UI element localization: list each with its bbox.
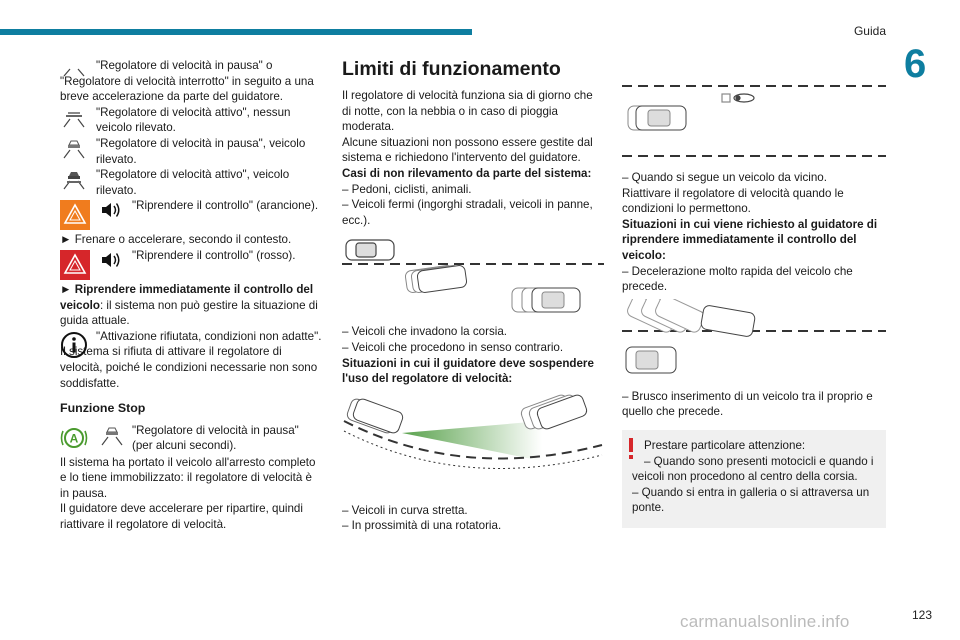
auto-hold-a-icon: A xyxy=(60,427,88,448)
take-over-rest: : il sistema non può gestire la situazio… xyxy=(60,298,318,328)
non-detection-item: – Pedoni, ciclisti, animali. xyxy=(342,182,472,196)
take-over-orange-block: "Riprendere il controllo" (arancione). xyxy=(60,198,322,232)
cruise-paused-vehicle-text: "Regolatore di velocità in pausa", veico… xyxy=(96,136,306,166)
car-left xyxy=(345,239,395,261)
column-middle: Limiti di funzionamento Il regolatore di… xyxy=(342,58,604,534)
close-following-illustration xyxy=(622,85,886,157)
stop-function-heading: Funzione Stop xyxy=(60,401,146,416)
svg-text:A: A xyxy=(70,431,79,445)
column-right: – Quando si segue un veicolo da vicino. … xyxy=(622,58,886,528)
column-left: "Regolatore di velocità in pausa" o "Reg… xyxy=(60,58,322,533)
tight-curve-item: – Veicoli in curva stretta. xyxy=(342,503,468,517)
take-over-orange-text: "Riprendere il controllo" (arancione). xyxy=(132,199,319,213)
reactivate-text: Riattivare il regolatore di velocità qua… xyxy=(622,186,844,216)
cruise-paused-block: "Regolatore di velocità in pausa" o "Reg… xyxy=(60,58,322,105)
note-item: – Quando si entra in galleria o si attra… xyxy=(632,485,870,515)
cruise-paused-text: "Regolatore di velocità in pausa" o "Reg… xyxy=(60,59,314,104)
cruise-paused-icon xyxy=(63,68,85,77)
section-title: Guida xyxy=(853,24,886,38)
non-detection-item: – Veicoli fermi (ingorghi stradali, veic… xyxy=(342,198,593,227)
note-title: Prestare particolare attenzione: xyxy=(644,438,806,452)
limits-title: Limiti di funzionamento xyxy=(342,58,561,80)
warning-triangle-red-icon xyxy=(60,249,90,280)
lane-invasion-item: – Veicoli che invadono la corsia. xyxy=(342,325,507,339)
cruise-active-vehicle-text: "Regolatore di velocità attivo", veicolo… xyxy=(96,168,290,197)
cruise-paused-vehicle-block: "Regolatore di velocità in pausa", veico… xyxy=(60,136,322,167)
speaker-icon xyxy=(102,252,120,267)
deceleration-item: – Decelerazione molto rapida del veicolo… xyxy=(622,264,853,294)
attention-note: Prestare particolare attenzione: – Quand… xyxy=(622,429,886,528)
car-own xyxy=(625,346,677,374)
cruise-active-block: "Regolatore di velocità attivo", nessun … xyxy=(60,105,322,136)
take-over-bold: ► Riprendere immediatamente il controllo… xyxy=(60,282,314,312)
take-over-red-block: "Riprendere il controllo" (rosso). xyxy=(60,248,322,282)
exclamation-icon xyxy=(629,437,633,459)
stop-description: Il sistema ha portato il veicolo all'arr… xyxy=(60,455,316,500)
tight-curve-illustration xyxy=(343,394,603,469)
stop-restart-text: Il guidatore deve accelerare per riparti… xyxy=(60,502,303,532)
take-over-heading: Situazioni in cui viene richiesto al gui… xyxy=(622,217,878,262)
cruise-paused-vehicle-icon xyxy=(63,140,85,159)
note-item: – Quando sono presenti motocicli e quand… xyxy=(632,454,874,484)
cruise-paused-vehicle-icon xyxy=(101,427,123,446)
cut-in-illustration xyxy=(622,298,886,374)
take-over-immediately-text: ► Riprendere immediatamente il controllo… xyxy=(60,282,322,329)
motorcycle xyxy=(721,93,755,103)
lane-invasion-illustration xyxy=(342,239,604,313)
activation-refused-text: "Attivazione rifiutata, condizioni non a… xyxy=(60,329,322,390)
car-following xyxy=(627,105,687,131)
activation-refused-block: "Attivazione rifiutata, condizioni non a… xyxy=(60,329,322,391)
car-curve-right xyxy=(520,394,588,430)
car-curve-left xyxy=(346,398,404,434)
speaker-icon xyxy=(102,203,120,218)
cruise-active-vehicle-block: "Regolatore di velocità attivo", veicolo… xyxy=(60,167,322,198)
take-over-red-text: "Riprendere il controllo" (rosso). xyxy=(132,248,296,262)
info-icon xyxy=(61,331,87,358)
stop-paused-text: "Regolatore di velocità in pausa" (per a… xyxy=(132,423,299,453)
close-following-item: – Quando si segue un veicolo da vicino. xyxy=(622,171,827,184)
chapter-number: 6 xyxy=(904,42,927,86)
suspend-heading: Situazioni in cui il guidatore deve sosp… xyxy=(342,356,594,386)
cruise-active-text: "Regolatore di velocità attivo", nessun … xyxy=(96,105,291,135)
non-detection-heading: Casi di non rilevamento da parte del sis… xyxy=(342,166,592,180)
roundabout-item: – In prossimità di una rotatoria. xyxy=(342,519,502,533)
limits-intro: Il regolatore di velocità funziona sia d… xyxy=(342,89,593,134)
stop-paused-block: A "Regolatore di velocità in pausa" (per… xyxy=(60,423,322,455)
car-right-stacked xyxy=(511,287,581,313)
header-accent-bar xyxy=(0,29,472,35)
watermark: carmanualsonline.info xyxy=(680,612,850,631)
oncoming-item: – Veicoli che procedono in senso contrar… xyxy=(342,340,564,354)
brake-instruction: ► Frenare o accelerare, secondo il conte… xyxy=(60,233,292,247)
cut-in-item: – Brusco inserimento di un veicolo tra i… xyxy=(622,389,873,419)
cruise-active-icon xyxy=(63,111,85,128)
limits-intro-2: Alcune situazioni non possono essere ges… xyxy=(342,135,593,165)
car-center-stacked xyxy=(404,265,468,294)
warning-triangle-orange-icon xyxy=(60,200,90,231)
cruise-active-vehicle-icon xyxy=(63,172,85,190)
car-cutting-in xyxy=(627,298,756,337)
page-number: 123 xyxy=(911,608,932,622)
